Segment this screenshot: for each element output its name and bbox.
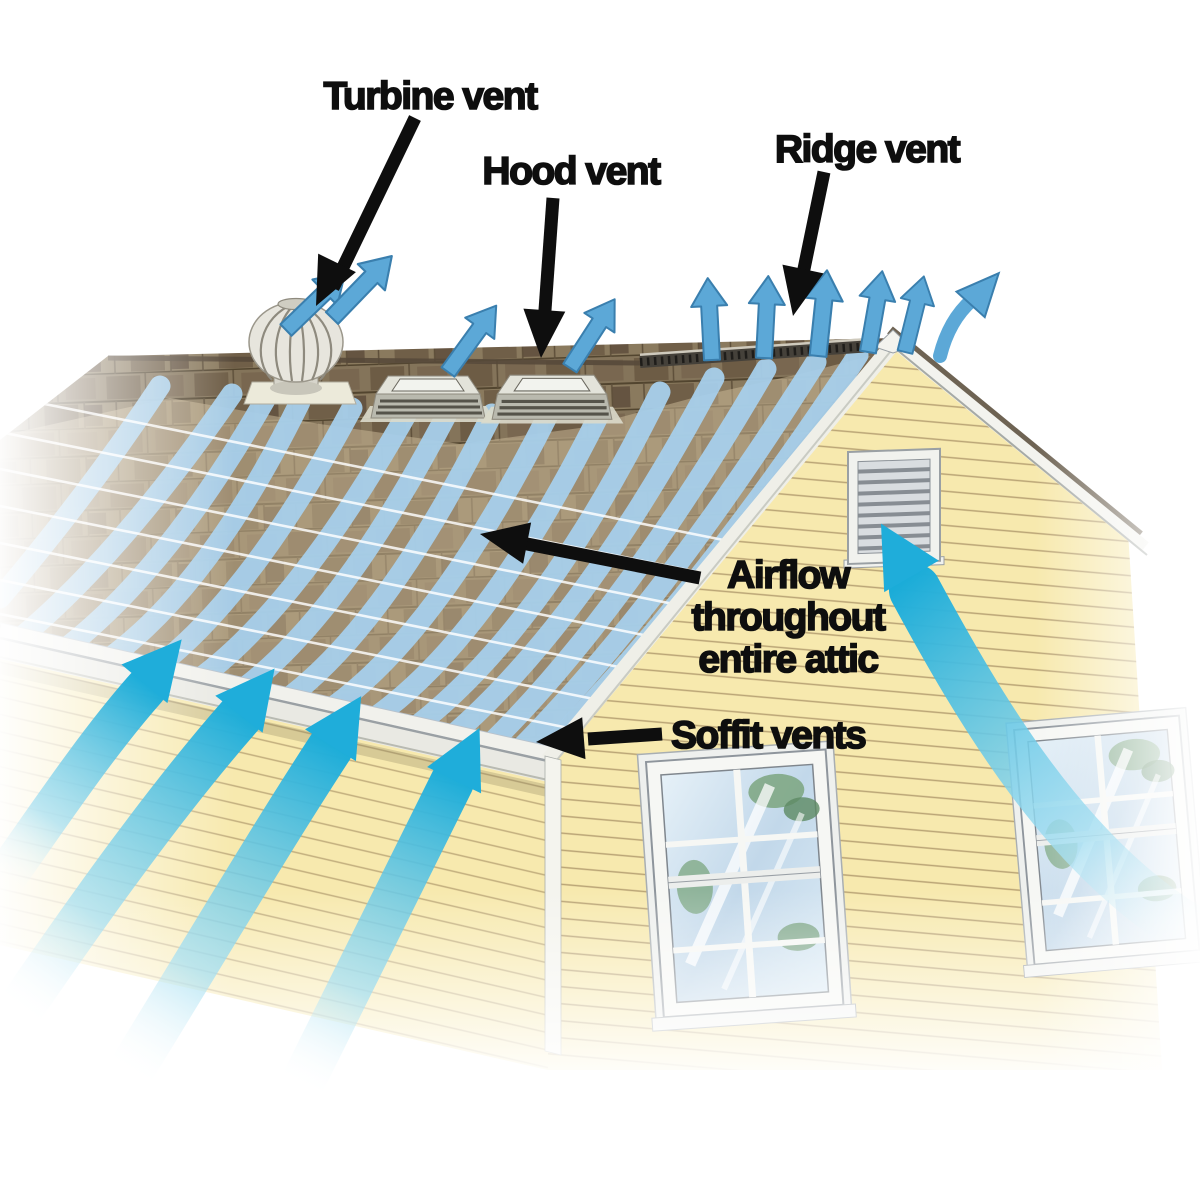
soffit-vents-label: Soffit vents [671,714,866,757]
airflow-label-line2: throughout [692,596,886,639]
turbine-vanes [259,301,333,382]
annotation-arrow-soffit [587,727,663,746]
annotation-arrow-airflow [520,536,702,585]
turbine-vent-label: Turbine vent [323,75,538,118]
right-fade [1035,320,1200,1100]
turbine-vent [243,297,357,405]
label-ridge-vent: Ridge vent [772,127,963,321]
gable-intake-arrow [853,507,1200,958]
hood-vent-2 [480,374,624,424]
soffit-intake-arrows [0,620,507,1110]
intake-arrow-2-shaft [0,693,263,1035]
ridge-exhaust-arrows [688,259,1014,363]
intake-arrow-1-shaft [0,667,167,903]
ridge-vent-label: Ridge vent [775,128,961,171]
label-turbine-vent: Turbine vent [297,74,540,316]
gable-intake-arrow-shaft [889,564,1200,958]
airflow-label-line1: Airflow [727,554,851,597]
label-soffit-vents: Soffit vents [534,713,868,763]
ridge-curved-arrow-shaft [933,293,979,363]
label-airflow: Airflow throughout entire attic [475,513,888,682]
rake-soffit-band [542,339,899,765]
hood-vent-1 [360,375,496,422]
hood-vent-label: Hood vent [482,150,661,193]
airflow-label-line3: entire attic [698,638,878,681]
label-hood-vent: Hood vent [482,149,663,360]
intake-arrow-4-shaft [278,760,474,1110]
gable-vent [843,447,945,569]
intake-arrow-3-shaft [105,725,353,1098]
bottom-fade [0,880,1200,1200]
annotation-arrow-turbine [327,115,421,291]
